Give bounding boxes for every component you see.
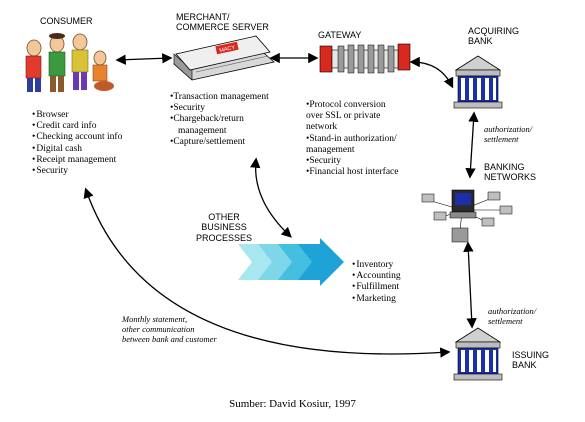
issuing-bank-title: ISSUING BANK	[512, 350, 549, 371]
arrow-gateway-acquiring	[409, 56, 454, 89]
list-item: •Protocol conversion	[306, 100, 386, 110]
other-processes-title: OTHER BUSINESS PROCESSES	[196, 212, 252, 243]
merchant-title: MERCHANT/ COMMERCE SERVER	[176, 12, 269, 33]
list-item-continued: management	[178, 125, 227, 136]
list-item: •Security	[170, 103, 205, 114]
business-processes-list: Inventory Accounting Fulfillment Marketi…	[352, 260, 401, 305]
gateway-title: GATEWAY	[318, 30, 362, 40]
acquiring-bank-line2: BANK	[468, 36, 493, 47]
merchant-title-line1: MERCHANT/	[176, 12, 230, 22]
merchant-title-line2: COMMERCE SERVER	[176, 22, 269, 33]
other-processes-line1: OTHER	[208, 212, 240, 222]
arrow-consumer-merchant	[115, 53, 173, 65]
list-item: Fulfillment	[352, 282, 401, 293]
edge-label-line: authorization/	[488, 306, 537, 316]
banking-networks-line2: NETWORKS	[484, 172, 537, 183]
edge-label-auth-settlement-bottom: authorization/ settlement	[488, 306, 536, 326]
list-item: •Financial host interface	[306, 167, 399, 178]
edge-label-line: authorization/	[484, 124, 533, 134]
edge-label-line: Monthly statement,	[122, 314, 188, 324]
issuing-bank-line1: ISSUING	[512, 350, 550, 360]
other-processes-line3: PROCESSES	[196, 232, 253, 243]
list-item: •Stand-in authorization/	[306, 133, 397, 144]
store-sign-label: MACY	[219, 45, 236, 54]
arrow-networks-issuing	[463, 241, 477, 329]
edge-label-line: settlement	[484, 134, 519, 145]
list-item: •Capture/settlement	[170, 136, 246, 147]
list-item: Marketing	[352, 294, 401, 305]
list-item: •Chargeback/return	[170, 114, 244, 125]
list-item: Accounting	[352, 271, 400, 282]
banking-networks-title: BANKING NETWORKS	[484, 162, 536, 183]
list-item: Checking account info	[32, 132, 122, 143]
edge-label-line: settlement	[488, 316, 523, 327]
other-processes-line2: BUSINESS	[201, 222, 247, 233]
list-item: •Transaction management	[170, 92, 269, 102]
banking-networks-line1: BANKING	[484, 162, 525, 172]
issuing-bank-line2: BANK	[512, 360, 537, 371]
edge-label-line: between bank and customer	[122, 334, 217, 345]
list-item: Security	[32, 166, 122, 177]
list-item: Inventory	[352, 260, 401, 271]
list-item: Receipt management	[32, 155, 122, 166]
edge-label-line: other communication	[122, 324, 195, 335]
acquiring-bank-line1: ACQUIRING	[468, 26, 520, 36]
figure-caption: Sumber: David Kosiur, 1997	[229, 398, 356, 410]
list-item-continued: over SSL or private	[306, 111, 381, 122]
arrow-issuing-consumer	[83, 187, 451, 358]
arrow-acquiring-networks	[465, 111, 479, 179]
list-item: •Security	[306, 156, 341, 167]
list-item: Browser	[32, 110, 122, 121]
list-item-continued: management	[306, 144, 355, 155]
edge-label-monthly-statement: Monthly statement, other communication b…	[122, 314, 217, 345]
list-item-continued: network	[306, 122, 338, 133]
edge-label-auth-settlement-top: authorization/ settlement	[484, 124, 532, 144]
merchant-features-list: •Transaction management •Security •Charg…	[170, 92, 269, 148]
consumer-features-list: Browser Credit card info Checking accoun…	[32, 110, 122, 177]
gateway-features-list: •Protocol conversion over SSL or private…	[306, 100, 399, 178]
list-item: Credit card info	[32, 121, 122, 132]
consumer-title: CONSUMER	[40, 16, 93, 26]
acquiring-bank-title: ACQUIRING BANK	[468, 26, 519, 47]
list-item: Digital cash	[32, 144, 122, 155]
